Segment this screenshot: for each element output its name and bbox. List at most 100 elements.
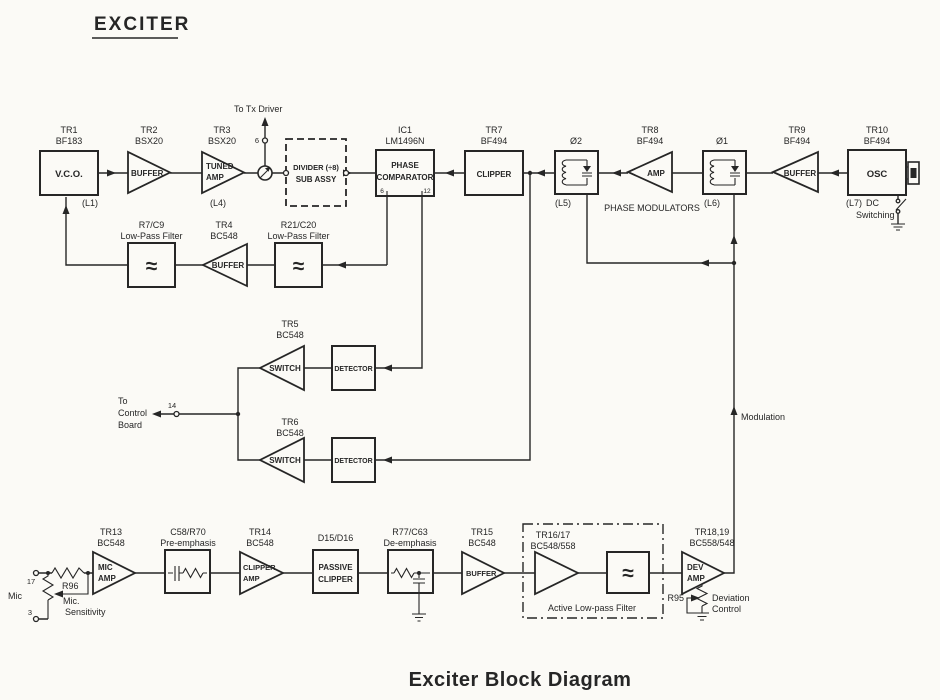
- tx-driver-label: To Tx Driver: [234, 104, 282, 114]
- detector-section-wires: [152, 173, 531, 464]
- control-board-line1: To: [118, 396, 128, 406]
- detector2-name: DETECTOR: [334, 458, 372, 465]
- phase-comparator-name1: PHASE: [391, 161, 419, 170]
- l4-coil-label: (L4): [210, 198, 226, 208]
- r96-pot-icon: [41, 573, 55, 619]
- active-lpf-amp-triangle: [534, 550, 581, 596]
- tr15-part: BC548: [468, 538, 496, 548]
- divider-name2: SUB ASSY: [296, 175, 337, 184]
- rc-network-icon: [168, 566, 207, 581]
- buffer2-block: BUFFER TR9 BF494: [770, 125, 819, 194]
- pll-buffer-triangle: [200, 242, 248, 288]
- ic1-part: LM1496N: [385, 136, 424, 146]
- modulation-label: Modulation: [741, 412, 785, 422]
- tr7-part: BF494: [481, 136, 508, 146]
- phase-comparator-block: PHASE COMPARATOR IC1 LM1496N 6 12: [375, 125, 435, 197]
- control-board-line3: Board: [118, 420, 142, 430]
- dev-amp-name2: AMP: [687, 574, 705, 583]
- mod-amp-triangle: [625, 150, 673, 194]
- r96-label1: Mic.: [63, 596, 80, 606]
- l1-coil-label: (L1): [82, 198, 98, 208]
- pin-17-connector: [32, 569, 40, 577]
- detector2-block: DETECTOR: [331, 437, 376, 483]
- tr15-ref: TR15: [471, 527, 493, 537]
- switch1-block: SWITCH TR5 BC548: [257, 319, 305, 392]
- lpf1-box: [127, 242, 176, 288]
- r95-ref: R95: [667, 593, 684, 603]
- lpf2-symbol: ≈: [293, 255, 305, 278]
- clipper-amp-name1: CLIPPER: [243, 563, 276, 572]
- de-emphasis-block: R77/C63 De-emphasis: [383, 527, 437, 622]
- series-resistor-icon: [51, 566, 85, 580]
- pin-6-connector: [261, 137, 269, 144]
- tr8-ref: TR8: [641, 125, 658, 135]
- divider-block: DIVIDER (÷8) SUB ASSY: [282, 138, 350, 207]
- lpf1-symbol: ≈: [146, 255, 158, 278]
- switch1-triangle: [257, 344, 305, 392]
- tr18-19-ref: TR18,19: [695, 527, 730, 537]
- deviation-label1: Deviation: [712, 593, 750, 603]
- r96-label2: Sensitivity: [65, 607, 106, 617]
- active-lpf-filter-box: [606, 551, 650, 594]
- switch2-block: SWITCH TR6 BC548: [257, 417, 305, 484]
- tr3-part: BSX20: [208, 136, 236, 146]
- ic1-ref: IC1: [398, 125, 412, 135]
- pre-emphasis-box: [164, 549, 211, 594]
- tr14-part: BC548: [246, 538, 274, 548]
- passive-clipper-box: [312, 549, 359, 594]
- cb-pin-label: 14: [168, 401, 176, 410]
- clipper-amp-block: CLIPPER AMP TR14 BC548: [239, 527, 286, 596]
- mic-label: Mic: [8, 591, 22, 601]
- passive-clipper-name1: PASSIVE: [318, 563, 353, 572]
- tr18-19-part: BC558/548: [689, 538, 734, 548]
- phase-modulator-2-box: [554, 150, 599, 195]
- de-emphasis-sub: De-emphasis: [383, 538, 437, 548]
- buffer1-triangle: [127, 150, 173, 195]
- tuned-amp-name2: AMP: [206, 173, 224, 182]
- active-lpf-dashed-box: [522, 523, 664, 619]
- phase-comparator-box: [375, 149, 435, 197]
- tr5-part: BC548: [276, 330, 304, 340]
- buffer1-block: BUFFER TR2 BSX20: [127, 125, 173, 195]
- tr13-ref: TR13: [100, 527, 122, 537]
- mod-amp-block: AMP TR8 BF494: [625, 125, 673, 194]
- tr7-ref: TR7: [485, 125, 502, 135]
- crystal-icon: [906, 161, 920, 185]
- tr16-17-ref: TR16/17: [536, 530, 571, 540]
- detector1-block: DETECTOR: [331, 345, 376, 391]
- dev-amp-triangle: [681, 550, 727, 596]
- detector1-box: [331, 345, 376, 391]
- modulation-line: Modulation: [586, 194, 785, 574]
- deviation-control-network: R95 Deviation Control: [667, 584, 750, 621]
- active-lpf-block: TR16/17 BC548/558 ≈ Active Low-pass Filt…: [522, 523, 664, 619]
- tr1-part: BF183: [56, 136, 83, 146]
- tr9-part: BF494: [784, 136, 811, 146]
- divider-right-pin: [342, 169, 350, 177]
- tr9-ref: TR9: [788, 125, 805, 135]
- phase-modulator-1-box: [702, 150, 747, 195]
- tx-driver-takeoff: 6 To Tx Driver: [234, 104, 282, 181]
- tr4-ref: TR4: [215, 220, 232, 230]
- tr10-part: BF494: [864, 136, 891, 146]
- de-emphasis-ref: R77/C63: [392, 527, 428, 537]
- d15-d16-ref: D15/D16: [318, 533, 354, 543]
- oscillator-box: [847, 149, 907, 196]
- pc-pin6-label: 6: [380, 188, 384, 195]
- dev-amp-name1: DEV: [687, 563, 704, 572]
- buffer2-name: BUFFER: [784, 169, 817, 178]
- control-board-line2: Control: [118, 408, 147, 418]
- pll-row-wires: [62, 196, 388, 269]
- phase-comparator-name2: COMPARATOR: [377, 173, 434, 182]
- tank-circuit-icon: [561, 159, 592, 186]
- lpf1-sub: Low-Pass Filter: [120, 231, 182, 241]
- pre-emphasis-ref: C58/R70: [170, 527, 206, 537]
- pre-emphasis-block: C58/R70 Pre-emphasis: [160, 527, 216, 594]
- pre-emphasis-sub: Pre-emphasis: [160, 538, 216, 548]
- switch2-name: SWITCH: [269, 456, 301, 465]
- passive-clipper-name2: CLIPPER: [318, 575, 353, 584]
- tr2-ref: TR2: [140, 125, 157, 135]
- tr5-ref: TR5: [281, 319, 298, 329]
- phase-modulator-1-block: Ø1 (L6): [702, 136, 747, 208]
- vco-block: V.C.O. TR1 BF183 (L1): [39, 125, 99, 208]
